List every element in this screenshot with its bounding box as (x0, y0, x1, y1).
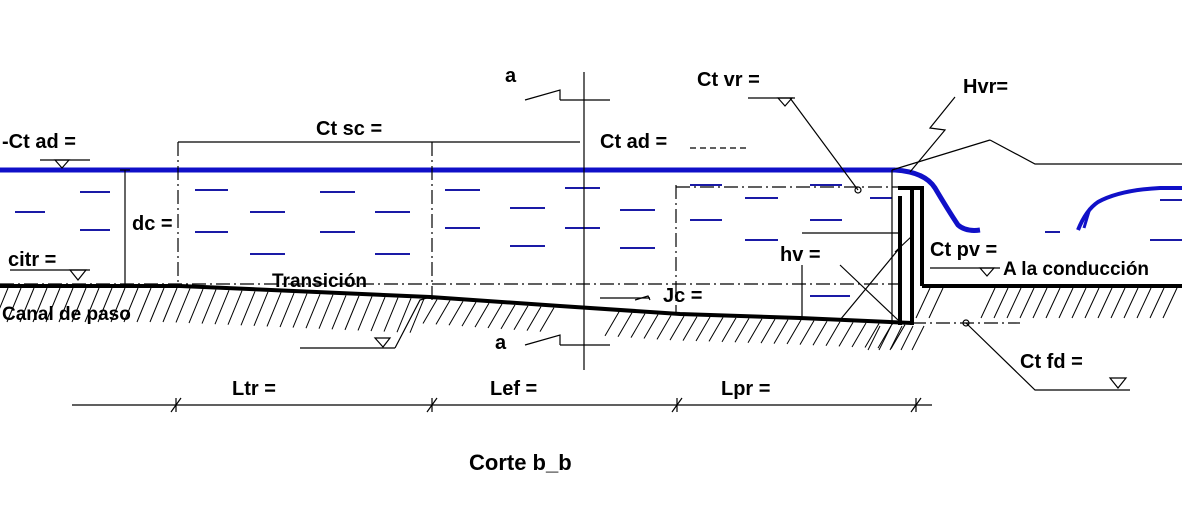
section-a-top-label: a (505, 65, 517, 87)
ltr-label: Ltr = (232, 378, 276, 400)
cross-diagonal-2 (839, 249, 899, 321)
ct-ad-mid-label: Ct ad = (600, 131, 667, 153)
section-arrow-bottom (524, 334, 561, 346)
ct-vr-point (854, 186, 862, 194)
jc-label: Jc = (663, 285, 702, 307)
canal-de-paso-label: Canal de paso (2, 304, 131, 325)
downstream-surface (1076, 186, 1182, 231)
hvr-zigzag (909, 96, 956, 173)
a-la-conduccion-label: A la conducción (1003, 259, 1149, 280)
citr-triangle (68, 269, 88, 281)
dc-label: dc = (132, 213, 173, 235)
ct-vr-triangle (776, 97, 794, 107)
ct-pv-label: Ct pv = (930, 239, 997, 261)
ct-pv-leader (894, 235, 913, 253)
hvr-leader (989, 139, 1182, 165)
ct-fd-point (962, 319, 970, 327)
water-dashes (15, 184, 1182, 297)
hvr-label: Hvr= (963, 76, 1008, 98)
dimension-ticks (170, 397, 922, 413)
jc-slope-mark (634, 295, 651, 301)
ct-fd-triangle (1108, 377, 1128, 389)
ct-pv-triangle (978, 267, 996, 277)
figure-caption: Corte b_b (469, 450, 572, 475)
sloped-channel-floor (179, 284, 913, 325)
ct-vr-label: Ct vr = (697, 69, 760, 91)
hv-label: hv = (780, 244, 821, 266)
ct-vr-leader (789, 97, 859, 191)
spill-nappe (894, 167, 981, 233)
ct-sc-label: Ct sc = (316, 118, 382, 140)
section-arrow-top (524, 89, 561, 101)
lef-label: Lef = (490, 378, 537, 400)
cross-diagonal-1 (839, 264, 899, 321)
transition-triangle (373, 337, 392, 348)
transition-leader (394, 296, 431, 349)
ct-fd-leader (965, 322, 1130, 391)
ct-fd-label: Ct fd = (1020, 351, 1083, 373)
ct-ad-left-triangle (53, 159, 71, 169)
ct-ad-left-label: -Ct ad = (2, 131, 76, 153)
downstream-wave (1082, 207, 1092, 229)
lpr-label: Lpr = (721, 378, 770, 400)
section-a-bottom-label: a (495, 332, 507, 354)
transicion-label: Transición (272, 271, 367, 292)
ground-hatching (0, 287, 1178, 351)
hvr-leader-extension (891, 139, 991, 171)
citr-label: citr = (8, 249, 56, 271)
